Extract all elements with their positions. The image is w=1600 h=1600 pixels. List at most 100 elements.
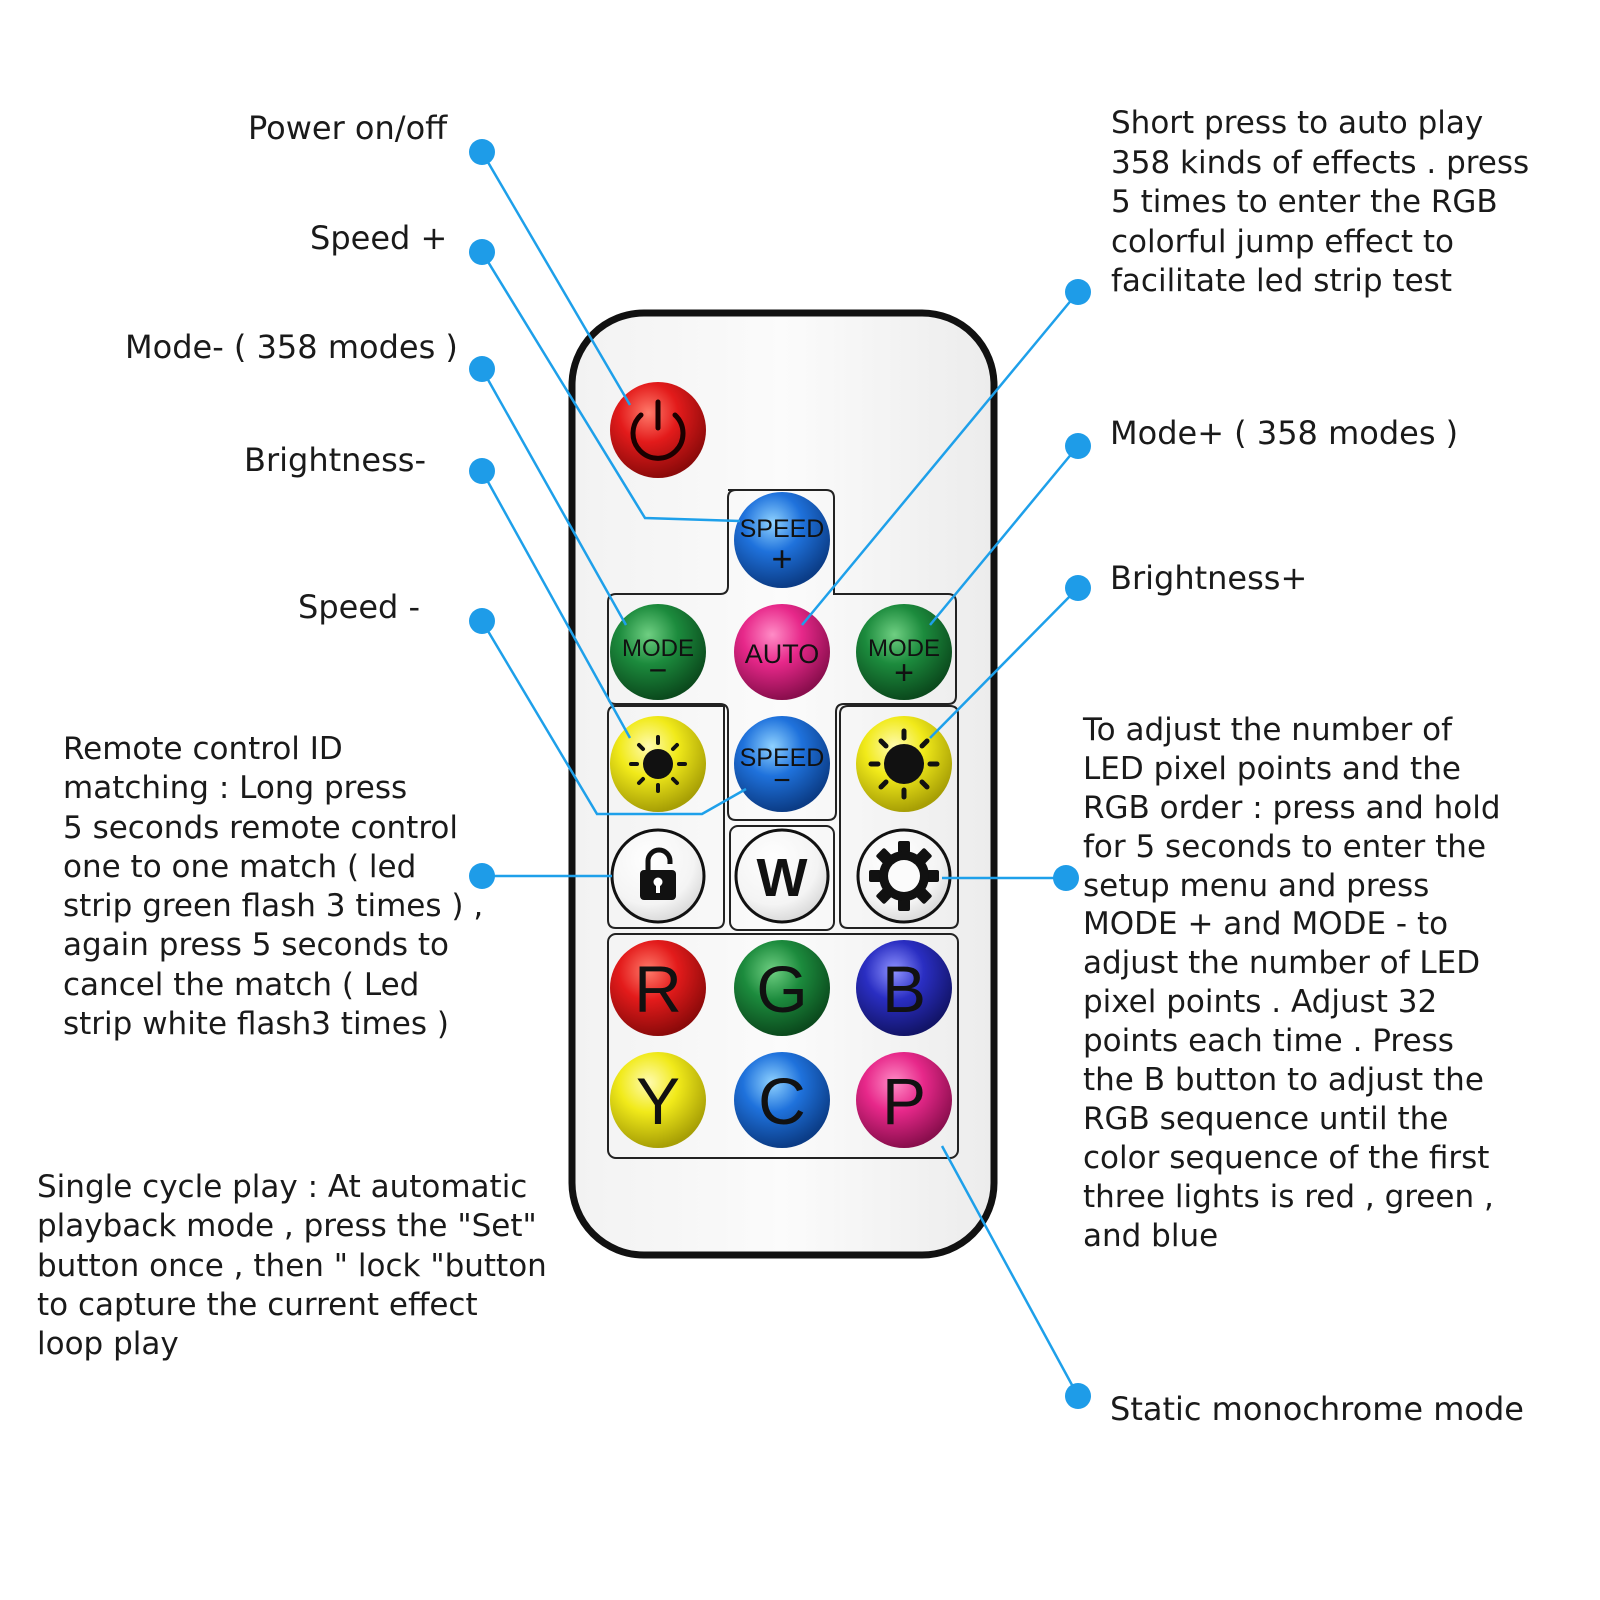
- lock-note-line: cancel the match ( Led: [63, 966, 420, 1003]
- leader-line-brightness-plus: [929, 587, 1079, 739]
- power-button[interactable]: [610, 382, 706, 478]
- auto-note-line: Short press to auto play: [1111, 105, 1484, 141]
- set-note-line: color sequence of the first: [1083, 1139, 1490, 1176]
- lock-note-line: Remote control ID: [63, 731, 343, 767]
- set-note-line: pixel points . Adjust 32: [1083, 984, 1438, 1021]
- c-button[interactable]: C: [734, 1052, 830, 1148]
- y-label: Y: [636, 1064, 680, 1138]
- set-note-line: setup menu and press: [1083, 867, 1430, 904]
- sun-icon: [629, 735, 687, 793]
- set-note-line: for 5 seconds to enter the: [1083, 828, 1487, 865]
- auto-note-line: 358 kinds of effects . press: [1111, 144, 1530, 181]
- set-button[interactable]: [856, 828, 952, 924]
- set-note-line: and blue: [1083, 1217, 1219, 1254]
- label-power: Power on/off: [248, 109, 448, 147]
- mode-minus-button[interactable]: MODE −: [610, 604, 706, 700]
- cycle-note-line: playback mode , press the "Set": [37, 1208, 537, 1245]
- leader-dot-brightness-minus: [469, 458, 495, 484]
- lock-note-line: again press 5 seconds to: [63, 927, 450, 964]
- brightness-plus-button[interactable]: [856, 716, 952, 812]
- leader-line-auto: [801, 291, 1079, 626]
- y-button[interactable]: Y: [610, 1052, 706, 1148]
- b-label: B: [882, 952, 926, 1026]
- leader-dot-mode-plus: [1065, 433, 1091, 459]
- p-button[interactable]: P: [856, 1052, 952, 1148]
- set-note-line: adjust the number of LED: [1083, 945, 1481, 982]
- speed-plus-label: SPEED: [740, 515, 825, 543]
- g-button[interactable]: G: [734, 940, 830, 1036]
- mode-plus-label: MODE: [868, 635, 940, 662]
- label-static-mode: Static monochrome mode: [1110, 1390, 1524, 1428]
- lock-note: Remote control ID matching : Long press …: [63, 730, 483, 1044]
- lock-icon: [640, 847, 676, 900]
- leader-dot-lock: [469, 863, 495, 889]
- set-note-line: the B button to adjust the: [1083, 1062, 1484, 1099]
- label-mode-minus: Mode- ( 358 modes ): [125, 328, 458, 366]
- leader-line-speed-minus: [480, 620, 747, 816]
- leader-dot-auto: [1065, 279, 1091, 305]
- lock-button[interactable]: [610, 828, 706, 924]
- cycle-note-line: to capture the current effect: [37, 1286, 478, 1323]
- lock-note-line: one to one match ( led: [63, 848, 417, 885]
- speed-minus-sign: −: [773, 764, 791, 797]
- mode-minus-sign: −: [649, 652, 668, 688]
- cycle-note-line: button once , then " lock "button: [37, 1247, 547, 1284]
- label-brightness-minus: Brightness-: [244, 441, 426, 479]
- label-brightness-plus: Brightness+: [1110, 559, 1308, 597]
- lock-note-line: matching : Long press: [63, 770, 408, 807]
- leader-line-static: [940, 1145, 1080, 1397]
- speed-minus-label: SPEED: [740, 744, 825, 772]
- leader-dot-set: [1053, 865, 1079, 891]
- lock-note-line: strip white flash3 times ): [63, 1006, 449, 1043]
- set-note-line: RGB order : press and hold: [1083, 789, 1501, 826]
- leader-line-speed-plus: [480, 251, 741, 523]
- cycle-note: Single cycle play : At automatic playbac…: [37, 1168, 547, 1364]
- mode-minus-label: MODE: [622, 635, 694, 662]
- leader-dots: [469, 139, 1091, 1409]
- set-note: To adjust the number of LED pixel points…: [1083, 711, 1501, 1255]
- set-note-line: points each time . Press: [1083, 1023, 1454, 1060]
- r-label: R: [634, 952, 682, 1026]
- w-button[interactable]: W: [734, 828, 830, 924]
- leader-dot-speed-plus: [469, 239, 495, 265]
- cycle-note-line: loop play: [37, 1326, 179, 1363]
- leader-line-power: [480, 151, 632, 406]
- speed-plus-button[interactable]: SPEED +: [734, 492, 830, 588]
- b-button[interactable]: B: [856, 940, 952, 1036]
- leader-line-brightness-minus: [480, 470, 632, 739]
- c-label: C: [758, 1064, 806, 1138]
- set-note-line: RGB sequence until the: [1083, 1100, 1449, 1137]
- lock-note-line: strip green flash 3 times ) ,: [63, 888, 484, 925]
- auto-note-line: facilitate led strip test: [1111, 263, 1452, 299]
- auto-note-line: colorful jump effect to: [1111, 223, 1455, 260]
- set-note-line: LED pixel points and the: [1083, 750, 1461, 787]
- mode-plus-sign: +: [894, 654, 914, 692]
- lock-note-line: 5 seconds remote control: [63, 809, 458, 846]
- mode-plus-button[interactable]: MODE +: [856, 604, 952, 700]
- speed-plus-sign: +: [771, 538, 792, 579]
- g-label: G: [756, 952, 807, 1026]
- leader-lines: [480, 151, 1080, 1397]
- set-note-line: MODE + and MODE - to: [1083, 906, 1449, 943]
- r-button[interactable]: R: [610, 940, 706, 1036]
- p-label: P: [882, 1064, 926, 1138]
- auto-note-line: 5 times to enter the RGB: [1111, 184, 1498, 220]
- label-speed-plus: Speed +: [310, 219, 448, 257]
- leader-line-mode-minus: [480, 368, 628, 626]
- auto-note: Short press to auto play 358 kinds of ef…: [1111, 104, 1529, 302]
- w-label: W: [757, 848, 808, 908]
- gear-icon: [869, 841, 939, 911]
- auto-label: AUTO: [745, 639, 820, 669]
- set-note-line: three lights is red , green ,: [1083, 1178, 1494, 1215]
- auto-button[interactable]: AUTO: [734, 604, 830, 700]
- label-mode-plus: Mode+ ( 358 modes ): [1110, 414, 1459, 452]
- speed-minus-button[interactable]: SPEED −: [734, 716, 830, 812]
- leader-dot-brightness-plus: [1065, 575, 1091, 601]
- power-icon: [630, 399, 686, 461]
- leader-dot-power: [469, 139, 495, 165]
- button-frames: [607, 489, 959, 1159]
- cycle-note-line: Single cycle play : At automatic: [37, 1169, 528, 1205]
- leader-dot-speed-minus: [469, 608, 495, 634]
- brightness-minus-button[interactable]: [610, 716, 706, 812]
